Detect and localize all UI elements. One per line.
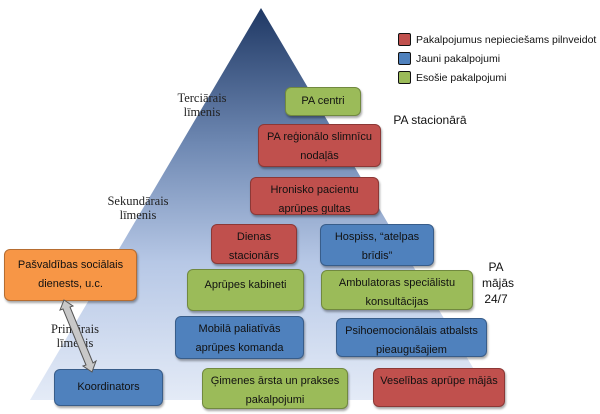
legend-label: Pakalpojumus nepieciešams pilnveidot <box>416 33 597 46</box>
box-ambulatoras: Ambulatoras speciālistu konsultācijas <box>321 270 473 310</box>
box-label: Hospiss, “atelpas brīdis” <box>334 231 420 262</box>
legend: Pakalpojumus nepieciešams pilnveidot Jau… <box>398 30 596 87</box>
legend-item-existing: Esošie pakalpojumi <box>398 68 596 87</box>
level-label-primary: Primārais līmenis <box>51 322 99 350</box>
box-label: Ambulatoras speciālistu konsultācijas <box>338 277 456 308</box>
box-pa-centri: PA centri <box>285 87 361 116</box>
box-label: Hronisko pacientu aprūpes gultas <box>270 184 359 215</box>
box-label: Ģimenes ārsta un prakses pakalpojumi <box>210 375 340 406</box>
box-aprupes-kabineti: Aprūpes kabineti <box>187 269 304 311</box>
box-psihoemocionalais: Psihoemocionālais atbalsts pieaugušajiem <box>336 318 487 357</box>
box-mobila: Mobilā paliatīvās aprūpes komanda <box>175 316 304 359</box>
box-label: Pašvaldības sociālais dienests, u.c. <box>17 259 124 290</box>
legend-swatch-blue <box>398 52 411 65</box>
box-veselibas: Veselības aprūpe mājās <box>373 368 505 407</box>
legend-label: Jauni pakalpojumi <box>416 52 501 65</box>
box-label: PA centri <box>301 95 345 107</box>
box-label: Veselības aprūpe mājās <box>380 375 498 387</box>
box-pa-regionalo: PA reģionālo slimnīcu nodaļās <box>258 124 381 167</box>
box-label: Aprūpes kabineti <box>204 279 287 291</box>
legend-label: Esošie pakalpojumi <box>416 71 507 84</box>
box-label: Dienas stacionārs <box>228 231 280 262</box>
level-label-secondary: Sekundārais līmenis <box>107 194 169 222</box>
level-label-tertiary: Terciārais līmenis <box>177 91 227 119</box>
box-gimenes: Ģimenes ārsta un prakses pakalpojumi <box>202 368 348 409</box>
box-koordinators: Koordinators <box>54 369 163 406</box>
box-hronisko: Hronisko pacientu aprūpes gultas <box>250 177 379 215</box>
legend-swatch-red <box>398 33 411 46</box>
box-label: Mobilā paliatīvās aprūpes komanda <box>195 323 284 354</box>
legend-item-improve: Pakalpojumus nepieciešams pilnveidot <box>398 30 596 49</box>
legend-swatch-green <box>398 71 411 84</box>
side-label-home: PA mājās 24/7 <box>482 260 515 306</box>
box-label: Psihoemocionālais atbalsts pieaugušajiem <box>345 325 478 356</box>
box-label: Koordinators <box>77 381 140 393</box>
box-dienas: Dienas stacionārs <box>211 224 297 264</box>
legend-item-new: Jauni pakalpojumi <box>398 49 596 68</box>
box-label: PA reģionālo slimnīcu nodaļās <box>267 131 372 162</box>
side-label-inpatient: PA stacionārā <box>393 113 467 127</box>
box-pasvaldibas: Pašvaldības sociālais dienests, u.c. <box>4 249 137 301</box>
box-hospiss: Hospiss, “atelpas brīdis” <box>320 224 434 266</box>
